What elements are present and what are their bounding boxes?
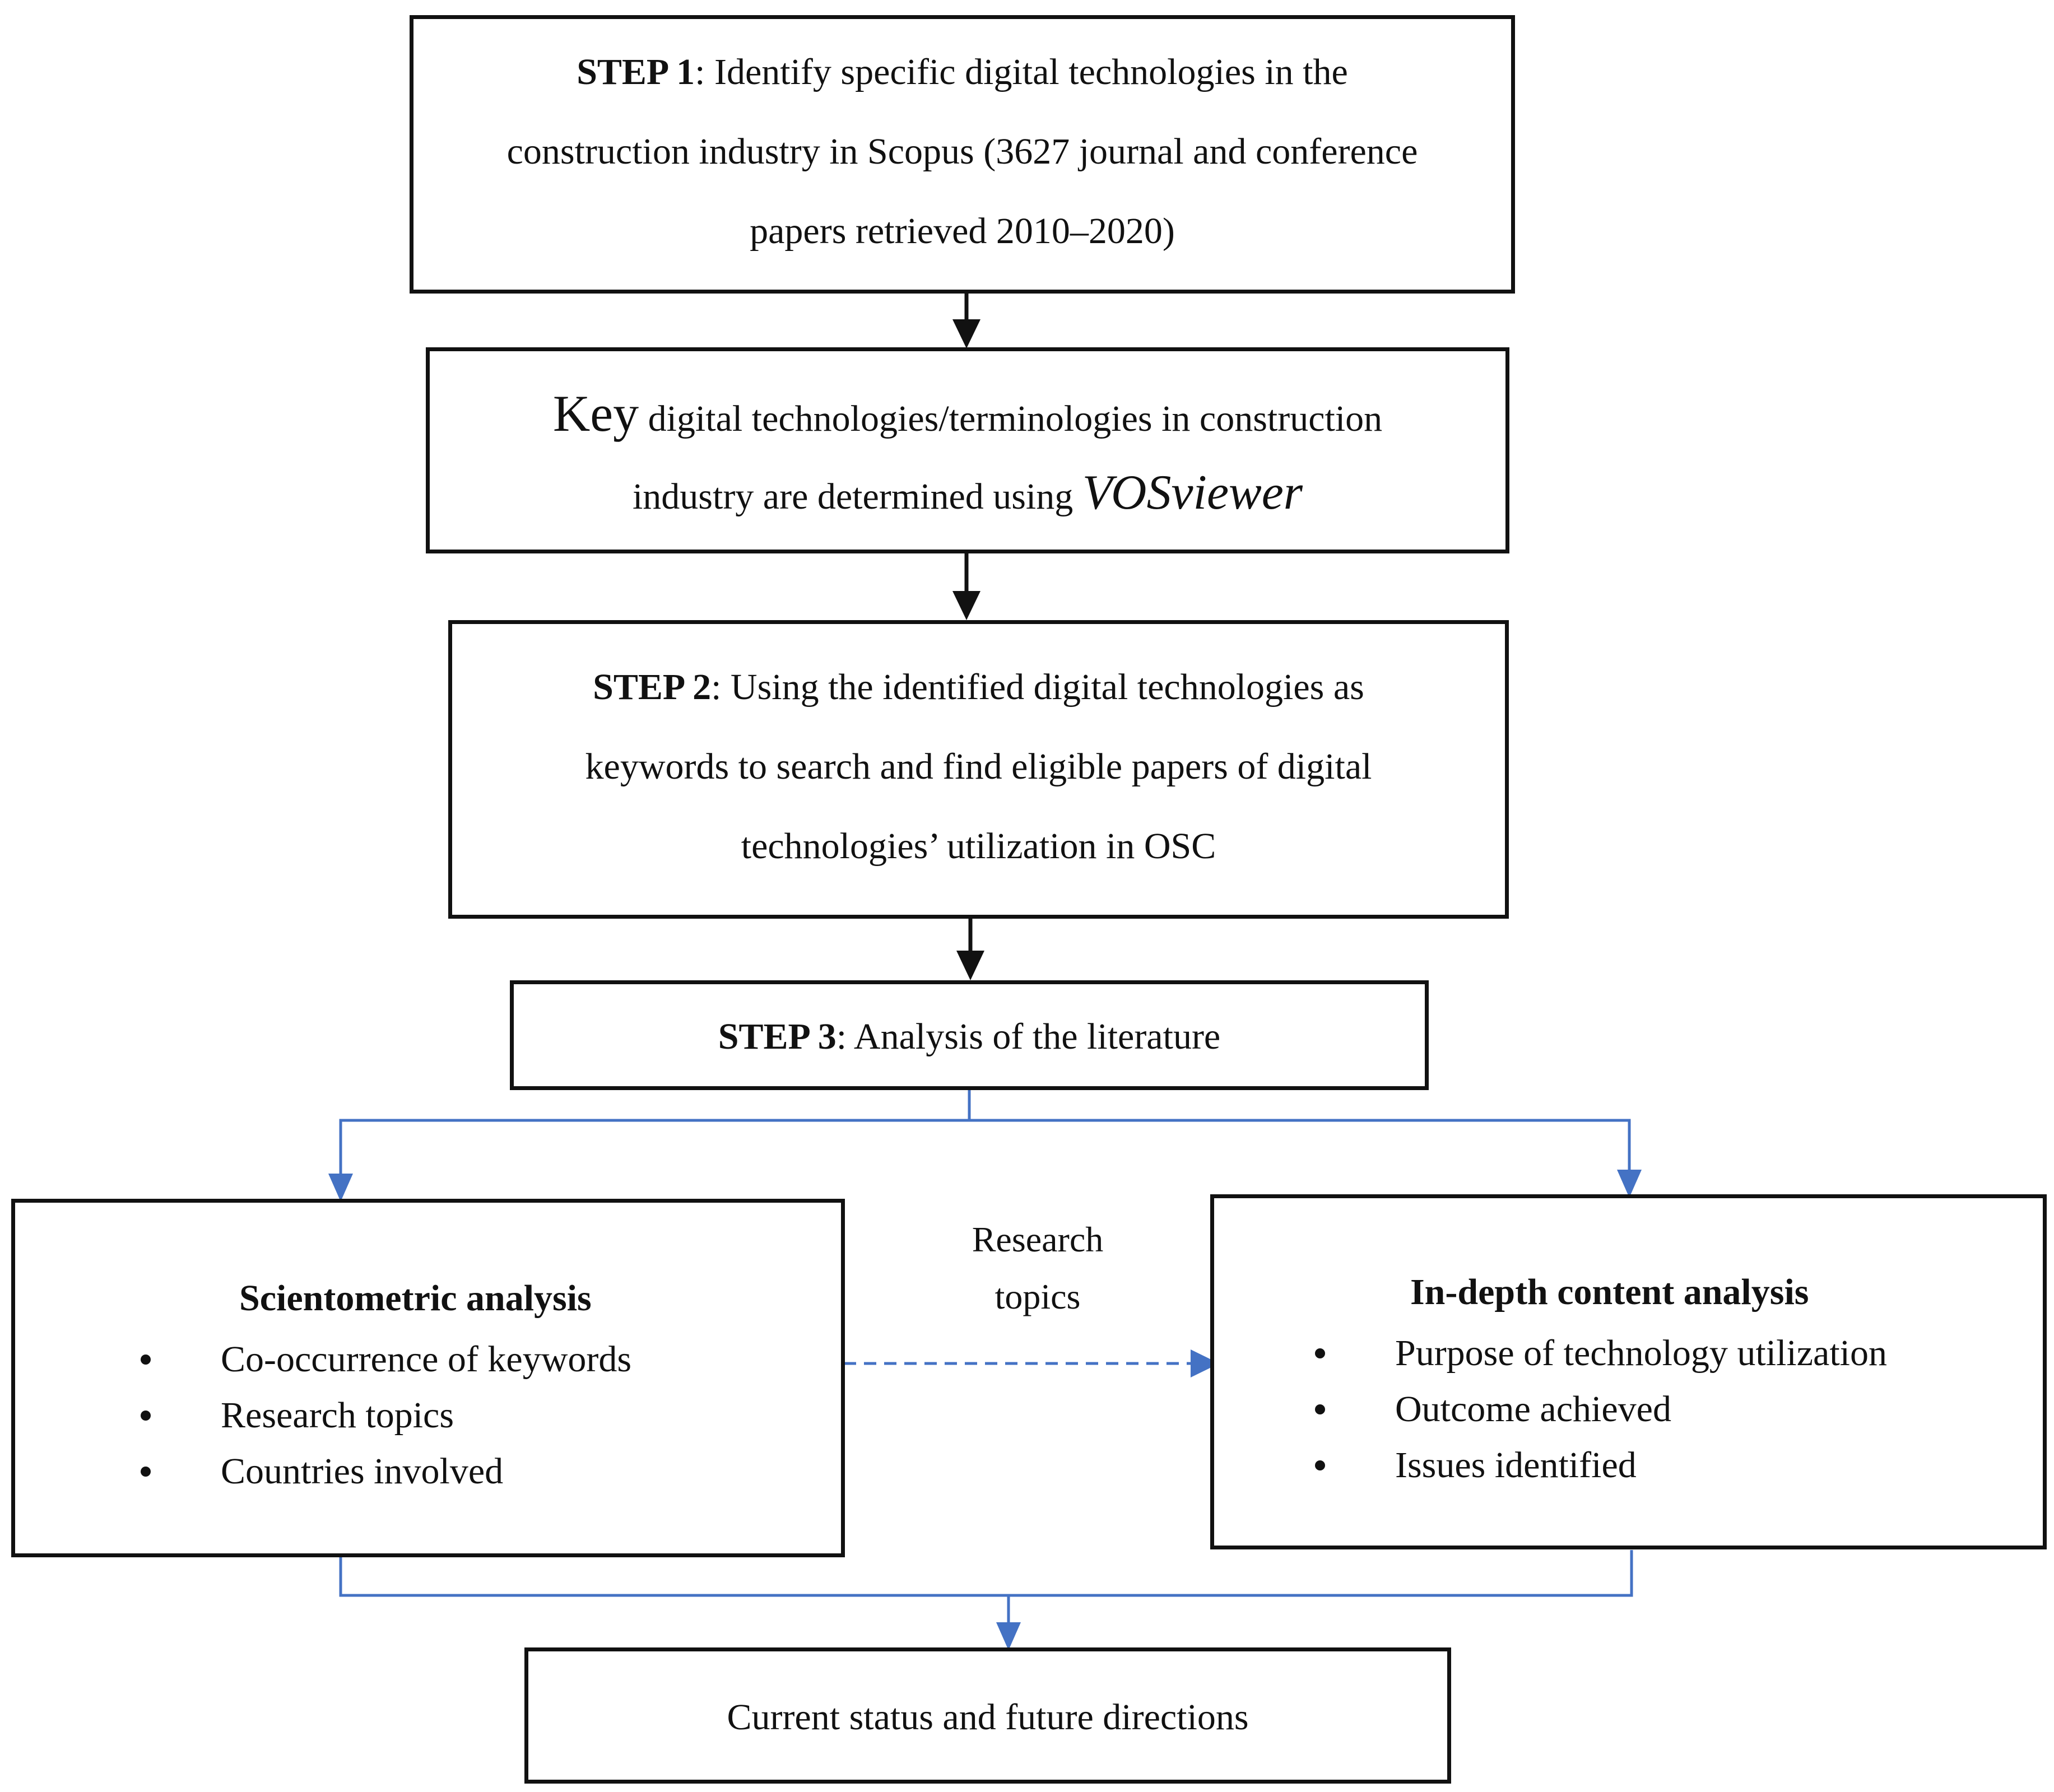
step2-line2: keywords to search and find eligible pap…: [585, 746, 1372, 787]
content-analysis-box: In-depth content analysis Purpose of tec…: [1210, 1194, 2047, 1549]
current-status-box: Current status and future directions: [524, 1647, 1451, 1784]
bullet-dot: [1315, 1460, 1325, 1470]
dashed-link-research-topics: [844, 1349, 1219, 1377]
bullet-dot: [141, 1355, 151, 1365]
bullet-dot: [1315, 1404, 1325, 1414]
arrow-key-to-step2: [952, 552, 980, 620]
step3-text: STEP 3: Analysis of the literature: [718, 1016, 1221, 1057]
arrow-step1-to-key: [952, 292, 980, 348]
research-topics-label: Research topics: [972, 1220, 1104, 1316]
vosviewer-label: VOSviewer: [1082, 466, 1303, 520]
step1-line1: STEP 1: Identify specific digital techno…: [577, 52, 1348, 92]
step2-line1: STEP 2: Using the identified digital tec…: [593, 667, 1364, 708]
step3-box: STEP 3: Analysis of the literature: [510, 980, 1429, 1090]
step2-box: STEP 2: Using the identified digital tec…: [448, 620, 1509, 919]
content-analysis-title: In-depth content analysis: [1410, 1272, 1809, 1312]
key-line1: Key digital technologies/terminologies i…: [552, 385, 1383, 442]
step2-line3: technologies’ utilization in OSC: [741, 826, 1216, 867]
key-technologies-box: Key digital technologies/terminologies i…: [426, 347, 1509, 553]
scientometric-analysis-box: Scientometric analysis Co-occurrence of …: [11, 1199, 845, 1557]
bullet-dot: [141, 1467, 151, 1477]
connector-step3-split: [328, 1089, 1642, 1202]
step1-box: STEP 1: Identify specific digital techno…: [410, 15, 1515, 294]
step1-line3: papers retrieved 2010–2020): [750, 211, 1175, 252]
arrow-step2-to-step3: [956, 917, 984, 980]
step1-line2: construction industry in Scopus (3627 jo…: [506, 131, 1418, 172]
connector-merge-to-final: [339, 1550, 1633, 1650]
key-line2: industry are determined using VOSviewer: [632, 466, 1303, 520]
scientometric-title: Scientometric analysis: [239, 1278, 592, 1319]
current-status-text: Current status and future directions: [727, 1697, 1249, 1738]
bullet-dot: [141, 1411, 151, 1421]
bullet-dot: [1315, 1348, 1325, 1358]
